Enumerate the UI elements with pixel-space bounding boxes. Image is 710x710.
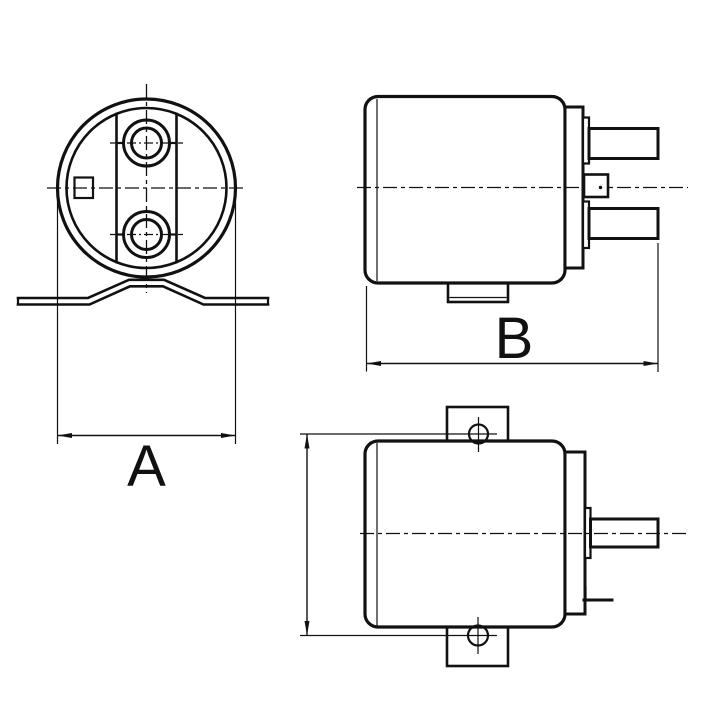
side-foot bbox=[446, 281, 510, 304]
mounting-bracket bbox=[16, 278, 270, 306]
front-view bbox=[16, 84, 270, 306]
pin-bottom bbox=[587, 207, 660, 240]
dim-a-arrow-left bbox=[57, 433, 72, 438]
dimension-vertical bbox=[304, 434, 310, 636]
side-view bbox=[357, 94, 688, 304]
dim-a-arrow-right bbox=[221, 433, 236, 438]
dim-a-label: A bbox=[127, 434, 166, 499]
bottom-view bbox=[300, 405, 686, 668]
bracket-top-edge bbox=[16, 278, 270, 300]
side-body bbox=[363, 94, 567, 285]
dim-b-arrow-right bbox=[643, 361, 658, 366]
mount-tab-top bbox=[445, 405, 510, 443]
dim-v-arrow-top bbox=[304, 434, 310, 449]
side-center-boss bbox=[582, 173, 610, 199]
dim-b-label: B bbox=[495, 306, 534, 371]
side-center-dot bbox=[598, 185, 603, 190]
bracket-bottom-edge bbox=[16, 284, 270, 306]
dimension-a: A bbox=[56, 191, 237, 499]
pin-top bbox=[587, 127, 660, 160]
dim-b-arrow-left bbox=[366, 361, 381, 366]
dimension-b: B bbox=[365, 243, 659, 372]
dim-v-arrow-bottom bbox=[304, 621, 310, 636]
